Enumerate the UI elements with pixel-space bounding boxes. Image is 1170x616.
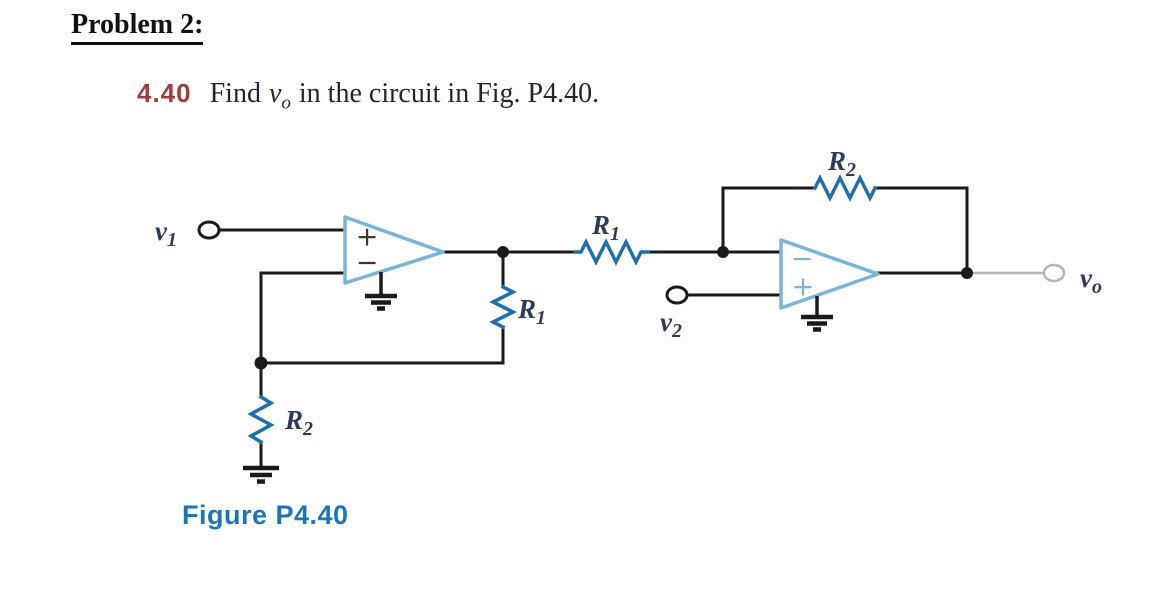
problem-text-before: Find — [209, 78, 261, 109]
resistor-r2-ground — [247, 394, 275, 445]
label-r1-shunt: R1 — [517, 294, 546, 329]
resistor-r2-feedback — [812, 174, 878, 202]
junction-dot-opamp1-output — [497, 246, 509, 258]
junction-dot-feedback-tap — [717, 246, 729, 258]
figure-caption: Figure P4.40 — [182, 500, 349, 530]
junction-dot-bottom-left — [254, 356, 268, 370]
wires — [217, 186, 1046, 468]
opamp1: + − — [343, 215, 445, 285]
label-vo: vo — [1080, 263, 1102, 298]
problem-variable: vo — [268, 78, 291, 114]
wire-feedback-right-down — [873, 186, 969, 275]
junction-dot-opamp2-output — [961, 267, 973, 279]
terminal-vo — [1042, 263, 1066, 283]
label-r2-feedback: R2 — [827, 146, 856, 181]
problem-number: 4.40 — [137, 78, 192, 108]
label-v2: v2 — [660, 307, 682, 342]
problem-text-after: in the circuit in Fig. P4.40. — [298, 78, 600, 109]
problem-statement: 4.40 Find vo in the circuit in Fig. P4.4… — [137, 78, 599, 115]
label-r1-series: R1 — [591, 210, 620, 245]
wire-opamp1-feedback-left — [259, 271, 347, 365]
ground-icon-opamp2 — [801, 296, 833, 332]
ground-icon-opamp1 — [365, 272, 397, 311]
resistor-r1-shunt — [489, 284, 517, 330]
page-title: Problem 2: — [71, 9, 204, 45]
opamp1-triangle — [343, 215, 445, 285]
opamp1-inverting-input-icon: − — [356, 248, 379, 279]
terminal-v2 — [665, 285, 689, 305]
wire-feedback-up-left — [721, 186, 817, 254]
terminal-v1 — [197, 220, 221, 240]
label-v1: v1 — [155, 216, 177, 251]
opamp2-triangle — [779, 238, 880, 310]
opamp1-noninverting-input-icon: + — [356, 222, 379, 253]
opamp2-noninverting-input-icon: + — [792, 272, 815, 303]
resistor-r1-series — [573, 238, 650, 266]
wire-shunt-r1-bottom — [259, 325, 505, 365]
opamp2-inverting-input-icon: − — [791, 244, 814, 275]
ground-icon-r2 — [243, 465, 279, 484]
label-r2-ground: R2 — [284, 405, 313, 440]
opamp2: − + — [779, 238, 880, 310]
